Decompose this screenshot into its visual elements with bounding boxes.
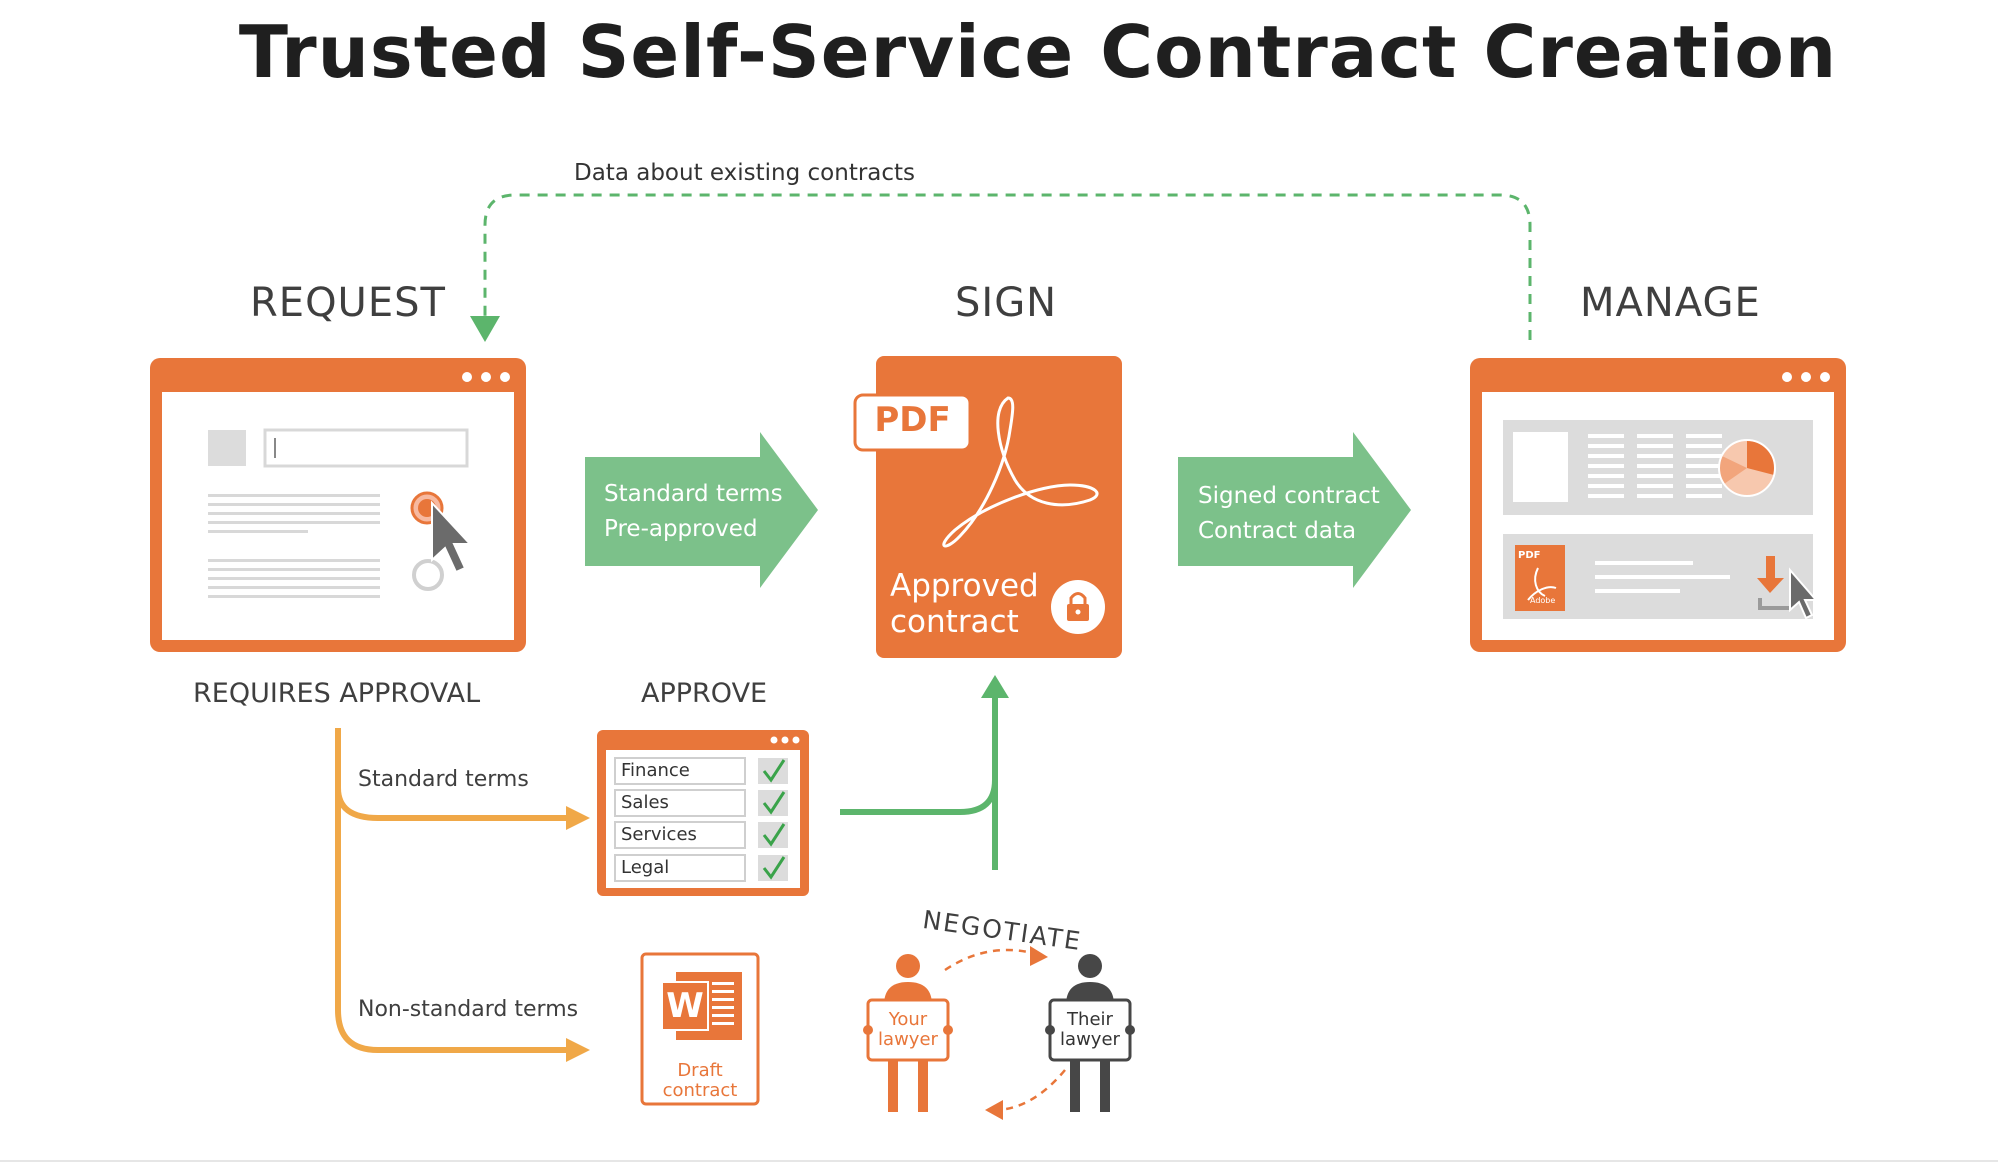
your-lawyer-figure [863,954,953,1112]
approve-label: APPROVE [641,678,768,709]
draft-line2: contract [662,1080,738,1101]
request-form-window [150,358,526,652]
arrow1-line1: Standard terms [604,481,783,507]
your-lawyer-line1: Your [888,1009,928,1030]
their-lawyer-figure [1045,954,1135,1112]
acrobat-icon [942,396,1099,548]
mini-pdf-brand: Adobe [1530,596,1556,605]
stage-request-label: REQUEST [250,280,446,326]
download-icon [1757,556,1790,610]
arrow1-line2: Pre-approved [604,516,758,542]
cursor-icon [431,500,473,574]
bottom-divider [0,1160,1998,1162]
approval-checklist-window [597,730,809,896]
draft-line1: Draft [677,1060,723,1081]
your-lawyer-line2: lawyer [878,1029,938,1050]
approval-row-sales: Sales [621,792,669,813]
standard-terms-branch-label: Standard terms [358,767,529,792]
feedback-loop-arrow [470,193,1532,342]
draft-contract-icon [640,952,760,1106]
stage-manage-label: MANAGE [1580,280,1761,326]
arrow2-line1: Signed contract [1198,483,1380,509]
stage-sign-label: SIGN [955,280,1058,326]
their-lawyer-line2: lawyer [1060,1029,1120,1050]
cursor-icon-manage [1789,567,1819,620]
mini-pdf-icon [1515,545,1565,611]
word-letter: W [666,986,704,1026]
approval-row-legal: Legal [621,857,670,878]
approval-row-finance: Finance [621,760,690,781]
word-icon [661,981,709,1031]
pie-chart-icon [1718,439,1776,497]
approved-contract-pdf [853,356,1122,658]
page-title: Trusted Self-Service Contract Creation [238,10,1838,94]
approved-contract-line2: contract [890,604,1019,640]
pdf-badge: PDF [874,400,951,440]
mini-pdf-badge: PDF [1518,550,1541,561]
feedback-label: Data about existing contracts [574,160,916,186]
standard-terms-arrow [585,432,818,588]
signed-contract-arrow [1178,432,1411,588]
check-icons [762,759,786,880]
approval-row-services: Services [621,824,697,845]
nonstandard-terms-branch-label: Non-standard terms [358,997,579,1022]
requires-approval-label: REQUIRES APPROVAL [193,678,481,709]
standard-terms-arrowhead [566,806,590,830]
approved-to-sign-arrow [840,692,998,870]
manage-dashboard-window [1470,358,1846,652]
arrow2-line2: Contract data [1198,518,1357,544]
their-lawyer-line1: Their [1067,1009,1113,1030]
approval-branch-lines [335,728,574,1053]
nonstandard-terms-arrowhead [566,1038,590,1062]
approved-contract-line1: Approved [890,568,1039,604]
